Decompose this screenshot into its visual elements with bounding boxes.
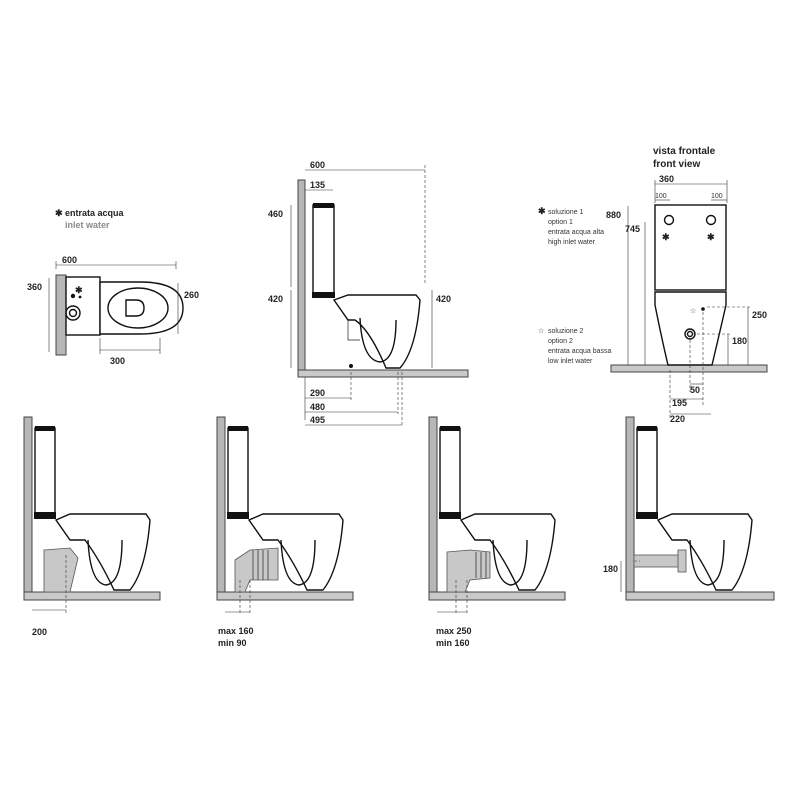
install-4: 180 [603,416,775,601]
plan-dim-260: 260 [184,290,199,300]
asterisk-icon: ✱ [538,206,546,216]
outline-star-icon: ☆ [690,307,696,315]
side-dim-480: 480 [310,402,325,412]
front-dim-360: 360 [659,174,674,184]
plan-inlet-dot [70,293,76,299]
install-2: max 160 min 90 [216,416,354,648]
front-floor [610,364,768,373]
front-title-en: front view [653,159,700,170]
side-cistern [312,204,335,296]
install-3: max 250 min 160 [428,416,566,648]
side-dim-135: 135 [310,180,325,190]
plan-view: ✱ 600 360 260 300 [27,255,199,366]
option1-line3: entrata acqua alta [548,229,604,236]
option2-line3: entrata acqua bassa [548,348,612,355]
side-dim-420-left: 420 [268,294,283,304]
front-dim-180: 180 [732,336,747,346]
front-dim-50: 50 [690,385,700,395]
plan-dim-600: 600 [62,255,77,265]
option1-line1: soluzione 1 [548,209,584,216]
front-title-it: vista frontale [653,146,716,157]
option1-line4: high inlet water [548,239,596,246]
front-dim-195: 195 [672,398,687,408]
asterisk-icon: ✱ [662,232,670,242]
plan-bowl [99,281,184,335]
plan-outlet-circle [65,305,81,321]
front-dim-100-right: 100 [711,193,723,200]
legend: ✱ entrata acqua inlet water [55,208,125,230]
install4-horizontal-pipe [633,554,685,568]
side-floor [297,369,469,378]
outline-star-icon: ☆ [538,327,544,335]
plan-seat-opening [107,287,169,329]
front-dim-100-left: 100 [655,193,667,200]
legend-inlet-it: entrata acqua [65,208,125,218]
install4-dim-180: 180 [603,564,618,574]
side-wall [297,179,306,371]
plan-dim-360: 360 [27,282,42,292]
install3-dim-max: max 250 [436,626,472,636]
asterisk-icon: ✱ [55,208,63,218]
front-dim-250: 250 [752,310,767,320]
option2-line4: low inlet water [548,358,593,365]
legend-inlet-en: inlet water [65,220,110,230]
install3-dim-min: min 160 [436,638,470,648]
install1-dim-200: 200 [32,627,47,637]
front-dim-880: 880 [606,210,621,220]
front-cistern [654,204,727,291]
side-dim-420-right: 420 [436,294,451,304]
asterisk-icon: ✱ [707,232,715,242]
plan-wall [55,274,67,356]
asterisk-icon: ✱ [75,285,83,295]
front-dim-220: 220 [670,414,685,424]
side-view: 600 135 460 420 420 290 480 495 [268,160,469,427]
front-view: vista frontale front view ✱ ✱ ☆ 360 100 … [538,146,768,424]
option1-line2: option 1 [548,219,573,226]
front-dim-745: 745 [625,224,640,234]
install2-dim-max: max 160 [218,626,254,636]
side-dim-600: 600 [310,160,325,170]
install-1: 200 [23,416,161,637]
side-bowl [332,294,421,369]
option2-line2: option 2 [548,338,573,345]
plan-d-shape [125,299,145,317]
option2-line1: soluzione 2 [548,328,584,335]
install2-dim-min: min 90 [218,638,247,648]
side-dim-495: 495 [310,415,325,425]
plan-dim-300: 300 [110,356,125,366]
side-dim-460: 460 [268,209,283,219]
side-dim-290: 290 [310,388,325,398]
